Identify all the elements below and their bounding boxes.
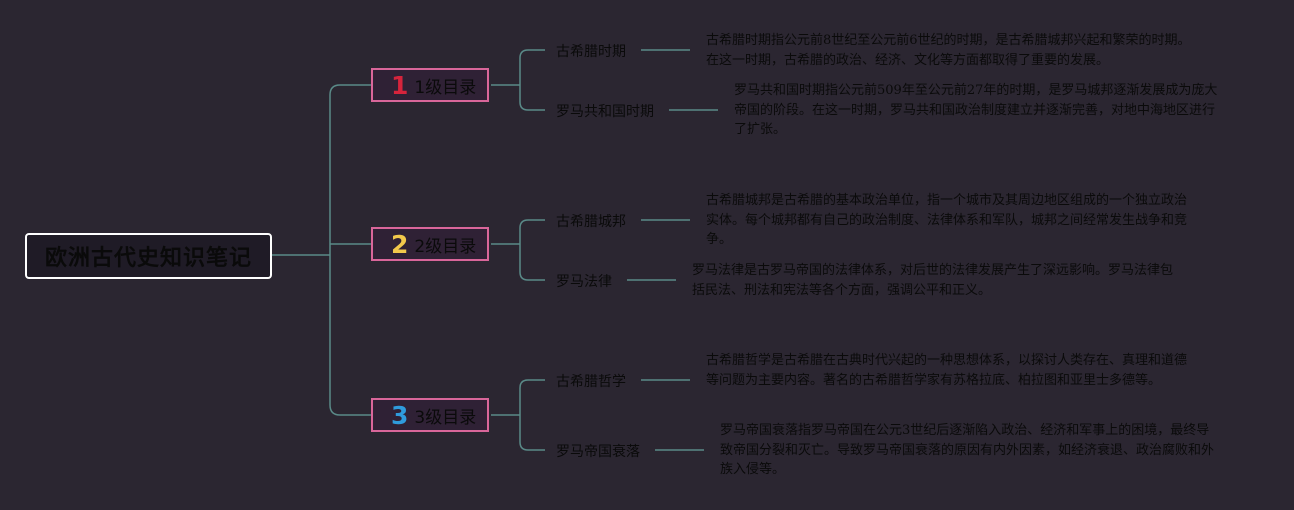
connector-root-to-section-3	[329, 255, 371, 416]
topic-1-2[interactable]: 罗马共和国时期	[556, 104, 654, 120]
connector-section-3-topic-1	[519, 379, 545, 415]
root-title: 欧洲古代史知识笔记	[44, 246, 252, 271]
section-label-1: 1级目录	[414, 77, 477, 98]
connector-section-1-topic-1	[519, 49, 545, 85]
topic-2-1-desc: 古希腊城邦是古希腊的基本政治单位，指一个城市及其周边地区组成的一个独立政治实体。…	[706, 193, 1188, 247]
topic-1-1[interactable]: 古希腊时期	[556, 44, 626, 60]
topic-2-1[interactable]: 古希腊城邦	[556, 214, 626, 230]
connector-section-1-topic-2	[519, 85, 545, 111]
topic-2-2-desc: 罗马法律是古罗马帝国的法律体系，对后世的法律发展产生了深远影响。罗马法律包括民法…	[692, 263, 1174, 298]
section-label-3: 3级目录	[414, 407, 477, 428]
topic-3-1[interactable]: 古希腊哲学	[556, 374, 626, 390]
connector-section-2-topic-1	[519, 219, 545, 244]
section-node-2[interactable]: 2 2级目录	[371, 227, 489, 261]
topic-3-2[interactable]: 罗马帝国衰落	[556, 444, 640, 460]
topic-3-1-desc: 古希腊哲学是古希腊在古典时代兴起的一种思想体系，以探讨人类存在、真理和道德等问题…	[706, 353, 1188, 388]
topic-1-1-desc: 古希腊时期指公元前8世纪至公元前6世纪的时期，是古希腊城邦兴起和繁荣的时期。在这…	[706, 33, 1191, 68]
section-node-3[interactable]: 3 3级目录	[371, 398, 489, 432]
section-node-1[interactable]: 1 1级目录	[371, 68, 489, 102]
connector-root-to-section-1	[329, 84, 371, 255]
section-number-2: 2	[391, 229, 409, 259]
root-node[interactable]: 欧洲古代史知识笔记	[25, 233, 272, 279]
topic-1-2-desc: 罗马共和国时期指公元前509年至公元前27年的时期，是罗马城邦逐渐发展成为庞大帝…	[734, 83, 1218, 137]
topic-2-2[interactable]: 罗马法律	[556, 274, 612, 290]
connector-section-3-topic-2	[519, 415, 545, 451]
connector-section-2-topic-2	[519, 244, 545, 281]
topic-3-2-desc: 罗马帝国衰落指罗马帝国在公元3世纪后逐渐陷入政治、经济和军事上的困境，最终导致帝…	[720, 423, 1215, 477]
section-label-2: 2级目录	[414, 236, 477, 257]
section-number-3: 3	[391, 400, 409, 430]
section-number-1: 1	[391, 70, 409, 100]
